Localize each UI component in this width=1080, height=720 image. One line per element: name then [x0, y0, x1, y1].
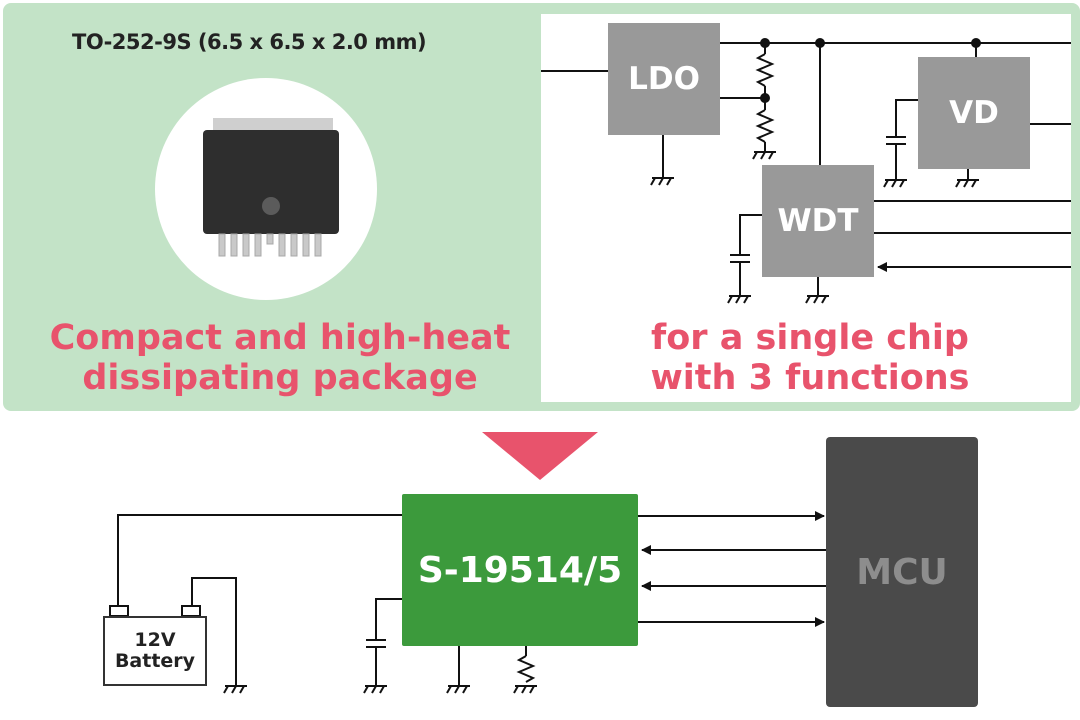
package-caption-line2: dissipating package: [82, 358, 478, 398]
function-caption: for a single chip with 3 functions: [560, 318, 1060, 398]
battery-voltage: 12V: [134, 629, 176, 651]
mcu-block: MCU: [826, 437, 978, 707]
function-caption-line1: for a single chip: [651, 318, 969, 358]
ldo-block: LDO: [608, 23, 720, 135]
package-label: TO-252-9S (6.5 x 6.5 x 2.0 mm): [72, 30, 427, 54]
vd-block: VD: [918, 57, 1030, 169]
package-photo-circle: [155, 78, 377, 300]
s19514-chip-block: S-19514/5: [402, 494, 638, 646]
battery-label: Battery: [114, 650, 196, 672]
wdt-block: WDT: [762, 165, 874, 277]
package-caption-line1: Compact and high-heat: [49, 318, 511, 358]
package-chip-icon: [203, 118, 339, 257]
down-arrow-icon: [482, 432, 598, 480]
battery-icon: 12V Battery: [103, 616, 207, 686]
package-caption: Compact and high-heat dissipating packag…: [20, 318, 540, 398]
function-caption-line2: with 3 functions: [650, 358, 970, 398]
ground-icons: [223, 151, 979, 694]
